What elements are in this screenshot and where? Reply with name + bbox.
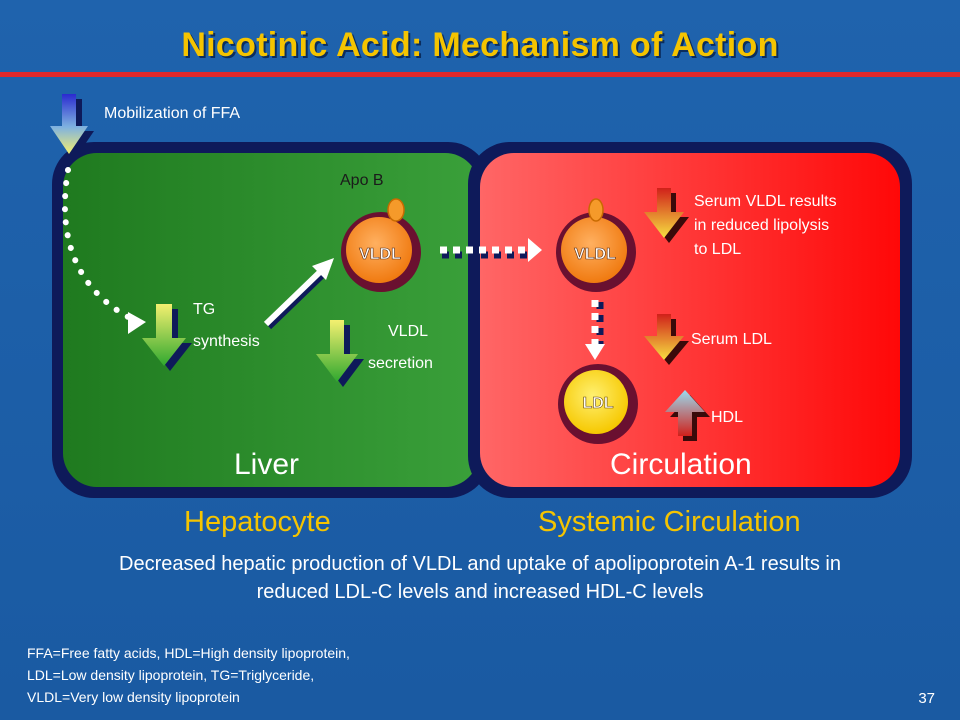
slide-title: Nicotinic Acid: Mechanism of Action — [181, 26, 779, 64]
hdl-label: HDL — [711, 409, 744, 426]
title-underline — [0, 72, 960, 77]
footnote-line-1: FFA=Free fatty acids, HDL=High density l… — [27, 645, 350, 661]
hepatocyte-label: Hepatocyte — [184, 506, 331, 538]
serum-vldl-down-arrow-icon — [644, 188, 689, 243]
abbreviations-footnote: FFA=Free fatty acids, HDL=High density l… — [27, 642, 547, 708]
ldl-label: LDL — [582, 395, 613, 412]
tg-synthesis-down-arrow-icon — [142, 304, 192, 371]
ffa-to-tg-dotted-path — [61, 167, 141, 325]
mobilization-ffa-label: Mobilization of FFA — [104, 105, 241, 122]
ffa-to-tg-arrowhead-icon — [128, 312, 146, 334]
vldl-transfer-dashed-arrow-icon — [440, 238, 542, 262]
ffa-mobilization-arrow-icon — [50, 94, 94, 159]
serum-ldl-label: Serum LDL — [691, 331, 772, 348]
tg-to-vldl-arrow-icon — [263, 258, 334, 330]
apo-b-marker-circulation — [588, 198, 604, 222]
systemic-circulation-label: Systemic Circulation — [538, 506, 801, 538]
liver-region-label: Liver — [234, 448, 300, 481]
vldl-particle-circulation: VLDL — [556, 198, 636, 292]
vldl-secretion-down-arrow-icon — [316, 320, 364, 387]
vldl-secretion-label-line2: secretion — [368, 355, 433, 372]
ldl-particle: LDL — [558, 364, 638, 444]
serum-vldl-label-line1: Serum VLDL results — [694, 193, 837, 210]
vldl-circulation-label: VLDL — [574, 246, 616, 263]
summary-text: Decreased hepatic production of VLDL and… — [30, 550, 930, 606]
apo-b-label: Apo B — [340, 172, 384, 189]
serum-ldl-down-arrow-icon — [644, 314, 689, 365]
synthesis-label: synthesis — [193, 333, 260, 350]
vldl-liver-label: VLDL — [359, 246, 401, 263]
summary-line-1: Decreased hepatic production of VLDL and… — [119, 553, 841, 575]
serum-vldl-label-line3: to LDL — [694, 241, 742, 258]
vldl-particle-liver: VLDL — [341, 198, 421, 292]
apo-b-marker — [387, 198, 405, 222]
page-number: 37 — [918, 690, 935, 707]
summary-line-2: reduced LDL-C levels and increased HDL-C… — [256, 581, 704, 603]
vldl-secretion-label-line1: VLDL — [388, 323, 429, 340]
serum-vldl-label-line2: in reduced lipolysis — [694, 217, 830, 234]
vldl-to-ldl-dashed-arrow-icon — [585, 300, 605, 360]
hdl-up-arrow-icon — [665, 390, 710, 441]
footnote-line-3: VLDL=Very low density lipoprotein — [27, 689, 240, 705]
tg-label: TG — [193, 301, 216, 318]
circulation-region-label: Circulation — [610, 448, 752, 481]
footnote-line-2: LDL=Low density lipoprotein, TG=Triglyce… — [27, 667, 315, 683]
